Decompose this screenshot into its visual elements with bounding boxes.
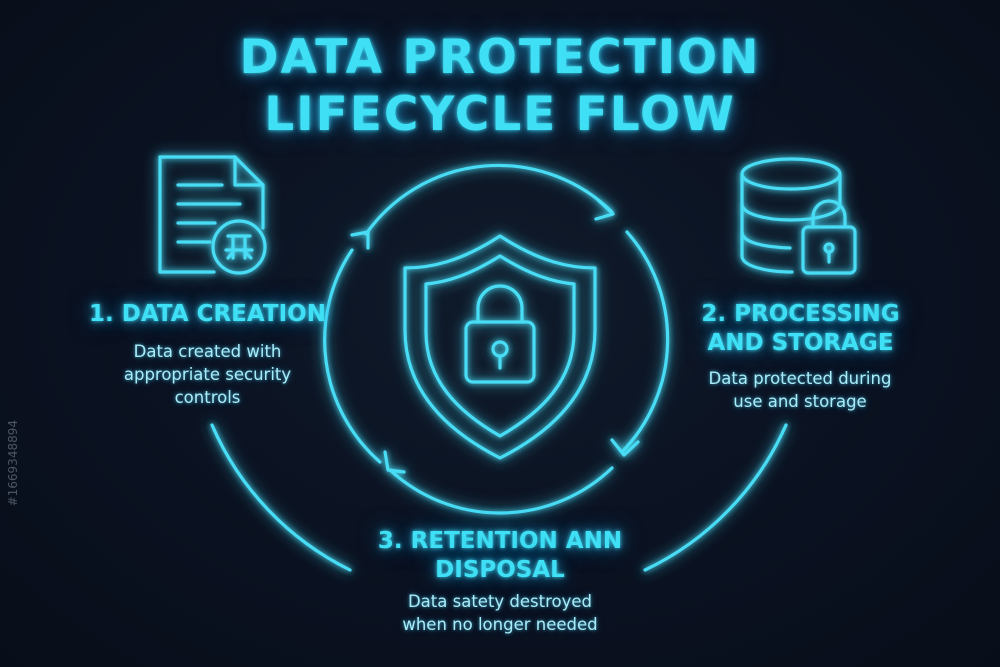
step-3-heading-line: 3. RETENTION ANN bbox=[377, 528, 623, 554]
step-1-heading: 1. DATA CREATION bbox=[89, 301, 326, 327]
cycle-arc-top bbox=[364, 163, 614, 236]
outer-arc-left bbox=[210, 423, 352, 572]
step-1-description-line: controls bbox=[174, 388, 241, 407]
step-2-heading: 2. PROCESSING AND STORAGE bbox=[678, 300, 923, 358]
cycle-arc-left bbox=[323, 248, 382, 464]
step-2-description: Data protected during use and storage bbox=[680, 367, 920, 413]
watermark-id-text: #1669348894 bbox=[6, 420, 20, 507]
document-icon bbox=[158, 155, 267, 275]
step-1-description: Data created with appropriate security c… bbox=[85, 340, 330, 409]
step-3-heading: 3. RETENTION ANN DISPOSAL bbox=[340, 527, 660, 585]
step-2-description-line: Data protected during bbox=[708, 369, 892, 388]
step-2-heading-line: AND STORAGE bbox=[707, 330, 894, 356]
step-1-description-line: appropriate security bbox=[123, 365, 292, 384]
step-2-description-line: use and storage bbox=[733, 392, 867, 411]
arrowhead-bottom bbox=[383, 450, 406, 474]
shield-lock-icon bbox=[403, 234, 597, 460]
cycle-arrows bbox=[323, 163, 670, 515]
arrowhead-top-left bbox=[350, 230, 370, 250]
step-3-description-line: when no longer needed bbox=[402, 615, 598, 634]
step-3-heading-line: DISPOSAL bbox=[435, 557, 565, 583]
database-lock-icon bbox=[740, 157, 857, 275]
cycle-arc-right bbox=[620, 230, 670, 454]
watermark-id: #1669348894 bbox=[6, 420, 26, 640]
cycle-arc-bottom bbox=[388, 466, 614, 515]
diagram-title-line-2: LIFECYCLE FLOW bbox=[264, 87, 736, 142]
outer-arc-right bbox=[643, 423, 788, 572]
arrowhead-top-right bbox=[594, 198, 615, 221]
step-2-heading-line: 2. PROCESSING bbox=[701, 301, 900, 327]
diagram-title-line-1: DATA PROTECTION bbox=[239, 30, 761, 85]
step-1-description-line: Data created with bbox=[133, 342, 282, 361]
step-3-description-line: Data satety destroyed bbox=[407, 592, 593, 611]
step-3-description: Data satety destroyed when no longer nee… bbox=[360, 590, 640, 636]
arrowhead-right bbox=[610, 438, 640, 457]
